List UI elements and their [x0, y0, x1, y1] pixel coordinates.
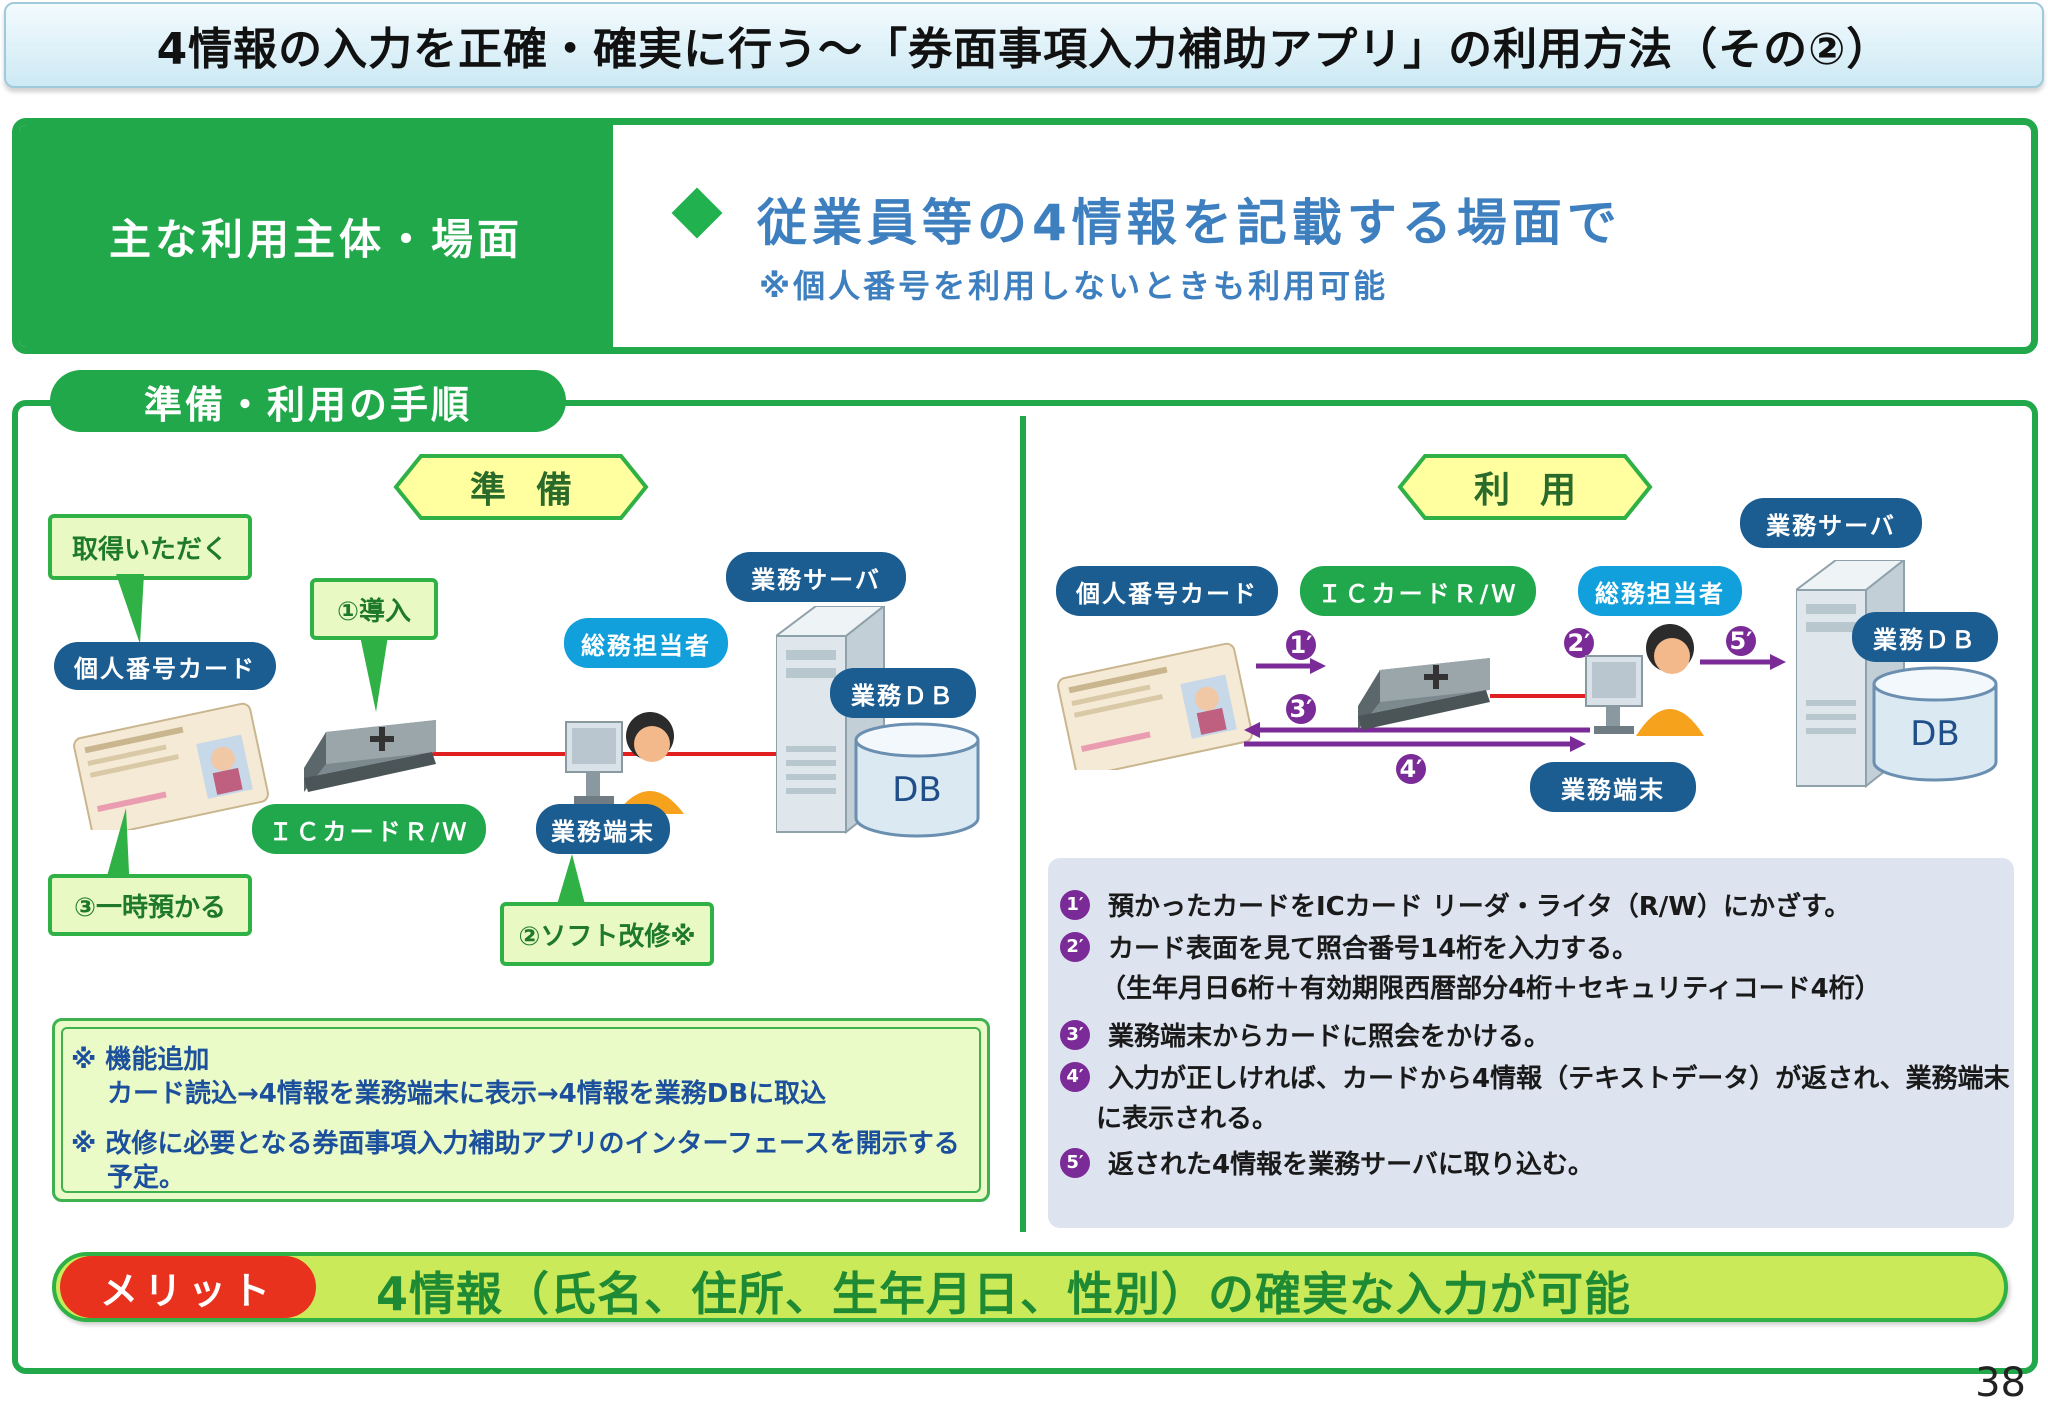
- title-bar: 4情報の入力を正確・確実に行う～「券面事項入力補助アプリ」の利用方法（その②）: [4, 2, 2044, 88]
- prep-staff-label-text: 総務担当者: [581, 631, 711, 660]
- callout-obtain-pointer: [116, 574, 144, 644]
- callout-software-text: ②ソフト改修※: [518, 921, 696, 952]
- use-section-hex: [1397, 454, 1653, 520]
- procedure-tab: 準備・利用の手順: [50, 370, 566, 432]
- callout-software: ②ソフト改修※: [500, 902, 714, 966]
- step-3: 3′ 業務端末からカードに照会をかける。: [1060, 1016, 1550, 1053]
- usage-scene-label: 主な利用主体・場面: [108, 214, 523, 264]
- note-line-1: ※ 機能追加: [71, 1045, 210, 1075]
- page-title: 4情報の入力を正確・確実に行う～「券面事項入力補助アプリ」の利用方法（その②）: [156, 24, 1892, 75]
- prep-server-icon: [776, 606, 886, 835]
- use-server-label: 業務サーバ: [1740, 498, 1922, 548]
- use-staff-label: 総務担当者: [1578, 566, 1742, 616]
- step-4-continuation: に表示される。: [1096, 1104, 1279, 1134]
- callout-keep-text: ③一時預かる: [73, 892, 226, 923]
- step-5: 5′ 返された4情報を業務サーバに取り込む。: [1060, 1144, 1594, 1181]
- use-reader-label: ＩＣカードＲ/Ｗ: [1300, 566, 1536, 616]
- callout-install-text: ①導入: [336, 596, 411, 627]
- use-arrow-label-2: 2′: [1564, 628, 1594, 658]
- step-2-continuation: （生年月日6桁＋有効期限西暦部分4桁＋セキュリティコード4桁）: [1100, 974, 1881, 1004]
- use-card-label: 個人番号カード: [1056, 566, 1278, 616]
- usage-scene-note: ※個人番号を利用しないときも利用可能: [759, 267, 1389, 305]
- step-4-badge: 4′: [1060, 1061, 1090, 1092]
- use-section-label-wrap: 利用: [1380, 452, 1670, 522]
- prep-db-label: 業務ＤＢ: [830, 668, 976, 718]
- callout-keep: ③一時預かる: [48, 874, 252, 936]
- merit-bar: [52, 1252, 2008, 1322]
- step-2: 2′ カード表面を見て照合番号14桁を入力する。: [1060, 928, 1638, 965]
- use-arrow-label-5: 5′: [1726, 626, 1756, 656]
- procedure-frame: [12, 400, 2038, 1374]
- merit-label-pill: メリット: [60, 1256, 316, 1318]
- use-arrow-label-1: 1′: [1286, 630, 1316, 660]
- step-2-badge: 2′: [1060, 931, 1090, 962]
- prep-card-label: 個人番号カード: [54, 642, 276, 690]
- use-arrow-label-3: 3′: [1286, 694, 1316, 724]
- step-4-text: 入力が正しければ、カードから4情報（テキストデータ）が返され、業務端末: [1108, 1064, 2010, 1094]
- step-4: 4′ 入力が正しければ、カードから4情報（テキストデータ）が返され、業務端末: [1060, 1058, 2010, 1095]
- callout-obtain: 取得いただく: [48, 514, 252, 580]
- step-5-text: 返された4情報を業務サーバに取り込む。: [1108, 1150, 1594, 1180]
- use-terminal-label: 業務端末: [1530, 762, 1696, 812]
- note-line-2: カード読込→4情報を業務端末に表示→4情報を業務DBに取込: [107, 1079, 827, 1109]
- use-reader-label-text: ＩＣカードＲ/Ｗ: [1317, 579, 1519, 608]
- usage-scene-headline: 従業員等の4情報を記載する場面で: [757, 194, 1622, 252]
- use-card-label-text: 個人番号カード: [1076, 579, 1258, 608]
- callout-software-pointer: [556, 854, 586, 908]
- use-arrow-label-4: 4′: [1396, 754, 1426, 784]
- step-2-text: カード表面を見て照合番号14桁を入力する。: [1108, 934, 1639, 964]
- prep-section-label: 準備: [469, 470, 602, 511]
- use-db-label-text: 業務ＤＢ: [1873, 625, 1977, 654]
- prep-section-hex: [393, 454, 649, 520]
- prep-staff-label: 総務担当者: [564, 618, 728, 668]
- prep-db-text: DB: [892, 770, 942, 810]
- step-3-badge: 3′: [1060, 1019, 1090, 1050]
- my-number-card-icon: [73, 702, 269, 830]
- step-5-badge: 5′: [1060, 1147, 1090, 1178]
- page-number: 38: [1975, 1360, 2026, 1406]
- ic-card-reader-icon: [304, 720, 436, 792]
- prep-reader-label: ＩＣカードＲ/Ｗ: [252, 804, 486, 854]
- use-section-label: 利用: [1473, 470, 1606, 511]
- use-server-label-text: 業務サーバ: [1766, 511, 1896, 540]
- staff-at-terminal-icon: [565, 712, 684, 814]
- prep-db-label-text: 業務ＤＢ: [851, 681, 955, 710]
- callout-keep-pointer: [102, 808, 130, 894]
- use-my-number-card-icon: [1057, 642, 1253, 770]
- use-staff-label-text: 総務担当者: [1595, 579, 1725, 608]
- usage-scene-box: 主な利用主体・場面 従業員等の4情報を記載する場面で ※個人番号を利用しないとき…: [12, 118, 2038, 354]
- step-3-text: 業務端末からカードに照会をかける。: [1108, 1022, 1551, 1052]
- callout-install: ①導入: [310, 578, 438, 640]
- prep-reader-label-text: ＩＣカードＲ/Ｗ: [268, 817, 470, 846]
- diamond-bullet-icon: [671, 187, 723, 239]
- prep-terminal-label-text: 業務端末: [551, 817, 655, 846]
- use-ic-card-reader-icon: [1358, 658, 1490, 730]
- callout-obtain-text: 取得いただく: [71, 534, 228, 565]
- merit-label: メリット: [99, 1268, 276, 1313]
- use-db-text: DB: [1910, 714, 1960, 754]
- step-1-badge: 1′: [1060, 889, 1090, 920]
- prep-server-label-text: 業務サーバ: [751, 565, 881, 594]
- note-line-3: ※ 改修に必要となる券面事項入力補助アプリのインターフェースを開示する: [71, 1129, 960, 1159]
- prep-card-label-text: 個人番号カード: [74, 654, 256, 683]
- notes-box: ※ 機能追加 カード読込→4情報を業務端末に表示→4情報を業務DBに取込 ※ 改…: [52, 1018, 990, 1202]
- prep-section-label-wrap: 準備: [376, 452, 666, 522]
- prep-terminal-label: 業務端末: [536, 804, 670, 854]
- usage-scene-label-panel: 主な利用主体・場面: [19, 125, 613, 347]
- note-line-4: 予定。: [107, 1163, 186, 1193]
- merit-text: 4情報（氏名、住所、生年月日、性別）の確実な入力が可能: [376, 1267, 1632, 1321]
- step-1: 1′ 預かったカードをICカード リーダ・ライタ（R/W）にかざす。: [1060, 886, 1850, 923]
- step-1-text: 預かったカードをICカード リーダ・ライタ（R/W）にかざす。: [1108, 892, 1851, 922]
- use-staff-at-terminal-icon: [1585, 624, 1704, 736]
- use-terminal-label-text: 業務端末: [1561, 775, 1665, 804]
- callout-install-pointer: [360, 636, 388, 712]
- steps-box: 1′ 預かったカードをICカード リーダ・ライタ（R/W）にかざす。 2′ カード表…: [1048, 858, 2014, 1228]
- use-flow-arrows: [1244, 654, 1786, 752]
- section-divider: [1020, 416, 1026, 1232]
- prep-server-label: 業務サーバ: [726, 552, 906, 602]
- prep-database-icon: [854, 722, 980, 838]
- use-database-icon: [1872, 666, 1998, 782]
- procedure-tab-label: 準備・利用の手順: [143, 382, 472, 427]
- use-db-label: 業務ＤＢ: [1852, 612, 1998, 662]
